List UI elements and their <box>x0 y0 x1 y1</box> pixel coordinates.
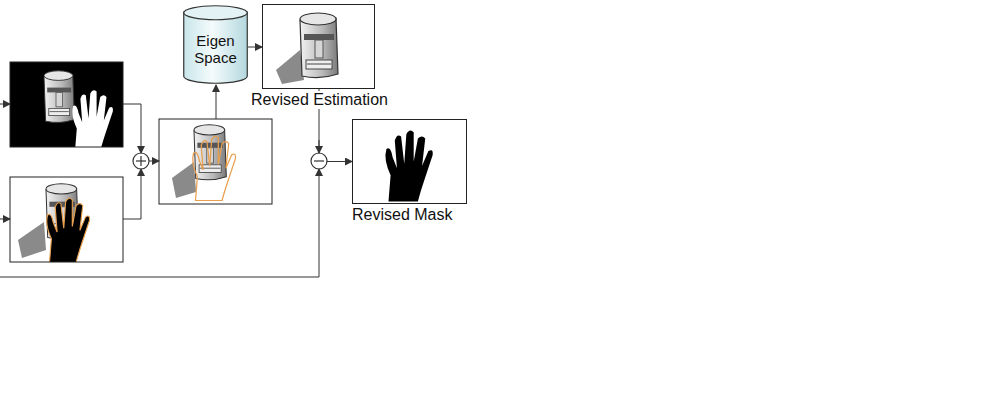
image-box: Revised Mask <box>352 119 467 204</box>
storage-cylinder: Eigen Space <box>183 5 248 84</box>
flow-arrow <box>248 47 262 48</box>
sum-symbol <box>133 153 149 169</box>
input-image <box>10 177 123 262</box>
image-frame <box>10 177 123 262</box>
image-box: Revised Estimation <box>262 4 375 89</box>
image-caption: Revised Estimation <box>249 91 390 109</box>
wire <box>0 85 319 277</box>
combined-image <box>159 119 272 204</box>
image-caption: Revised Mask <box>350 206 454 224</box>
estimation-image <box>276 13 338 84</box>
image-frame <box>159 119 272 204</box>
mask-image <box>385 131 432 202</box>
image-frame <box>10 62 123 147</box>
masked-image <box>10 62 123 147</box>
difference-symbol <box>311 153 327 169</box>
node-label: Eigen Space <box>183 32 248 66</box>
